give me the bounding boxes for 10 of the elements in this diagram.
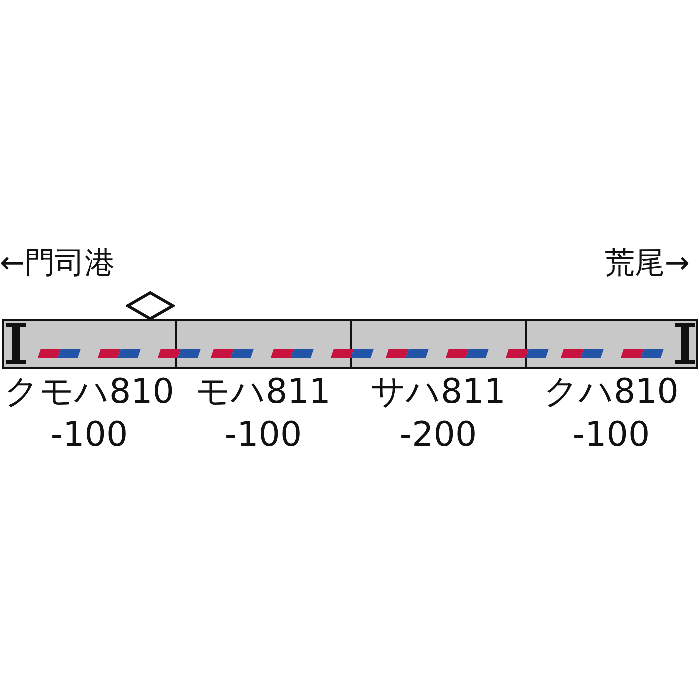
car-name: クモハ810 bbox=[4, 371, 174, 414]
car-number: -100 bbox=[572, 414, 650, 457]
car-number: -100 bbox=[224, 414, 302, 457]
car-name: サハ811 bbox=[371, 371, 506, 414]
car-number: -200 bbox=[400, 414, 478, 457]
car-name: モハ811 bbox=[196, 371, 331, 414]
direction-label: ←門司港 bbox=[0, 246, 116, 282]
direction-label: 荒尾→ bbox=[604, 246, 690, 282]
car-number: -100 bbox=[50, 414, 128, 457]
car-name: クハ810 bbox=[544, 371, 679, 414]
